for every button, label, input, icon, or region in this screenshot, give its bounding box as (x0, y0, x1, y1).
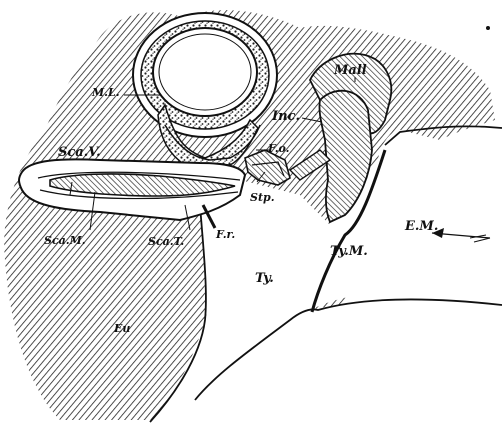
label-scala-tympani: Sca.T. (148, 235, 184, 248)
label-fenestra-rotunda: F.r. (215, 228, 235, 241)
stray-dot (486, 26, 490, 30)
label-scala-media: Sca.M. (44, 234, 86, 247)
label-tympanum: Ty. (255, 271, 274, 286)
label-membranous-labyrinth: M.L. (91, 86, 120, 99)
label-tympanic-membrane: Ty.M. (330, 244, 368, 259)
label-external-meatus: E.M. (404, 219, 438, 234)
label-malleus: Mall (333, 63, 367, 78)
label-fenestra-ovalis: F.o. (267, 142, 290, 155)
label-stapes: Stp. (250, 191, 275, 204)
label-incus: Inc. (271, 109, 300, 124)
label-scala-vestibuli: Sca.V. (58, 145, 101, 160)
label-eustachian-tube: Eu (113, 322, 130, 335)
